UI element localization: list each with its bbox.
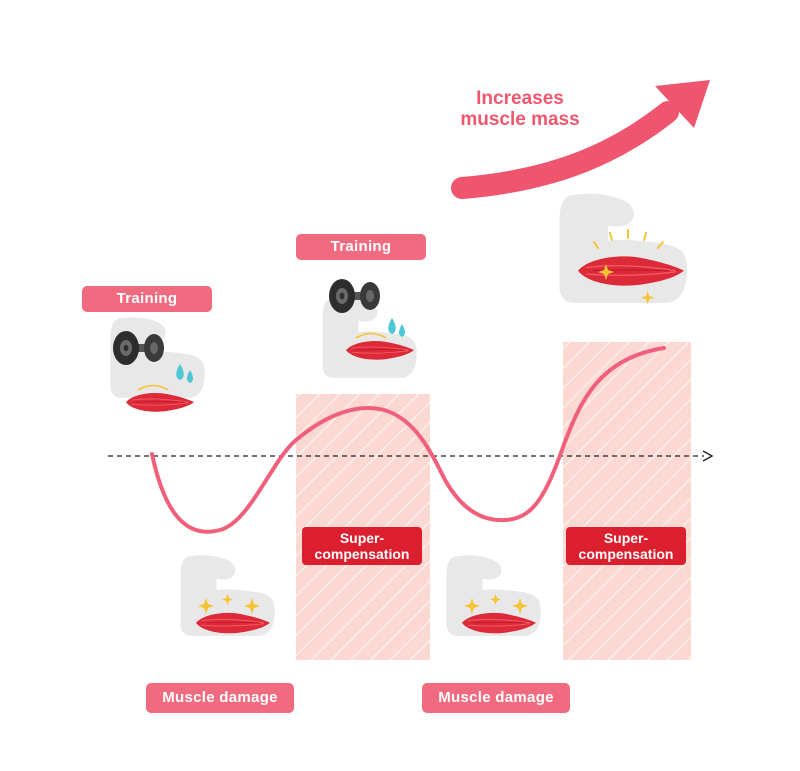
headline-line-2: muscle mass — [460, 109, 580, 131]
supercompensation-label-2: Super- compensation — [566, 527, 686, 565]
sweat-drop-icon — [176, 364, 193, 383]
training-label-2: Training — [296, 234, 426, 260]
strain-marks-icon — [355, 332, 387, 339]
muscle-damage-label-1: Muscle damage — [146, 683, 294, 713]
supercompensation-zone-2 — [563, 342, 691, 660]
supercompensation-label-1: Super- compensation — [302, 527, 422, 565]
upward-trend-arrow-icon — [451, 80, 710, 199]
strain-marks-icon — [137, 384, 169, 391]
baseline-arrowhead-icon — [702, 450, 714, 462]
damage-sparkle-icon — [198, 594, 260, 614]
headline: Increases muscle mass — [438, 88, 602, 131]
headline-line-1: Increases — [476, 88, 564, 109]
flexed-arm-strong-muscle-icon — [559, 193, 688, 303]
strength-sparkle-icon — [598, 264, 655, 305]
training-label-1: Training — [82, 286, 212, 312]
muscle-damage-label-2: Muscle damage — [422, 683, 570, 713]
shine-rays-icon — [593, 229, 664, 249]
damage-sparkle-icon — [464, 594, 528, 614]
fitness-curve — [150, 346, 666, 534]
sweat-drop-icon — [388, 318, 405, 337]
